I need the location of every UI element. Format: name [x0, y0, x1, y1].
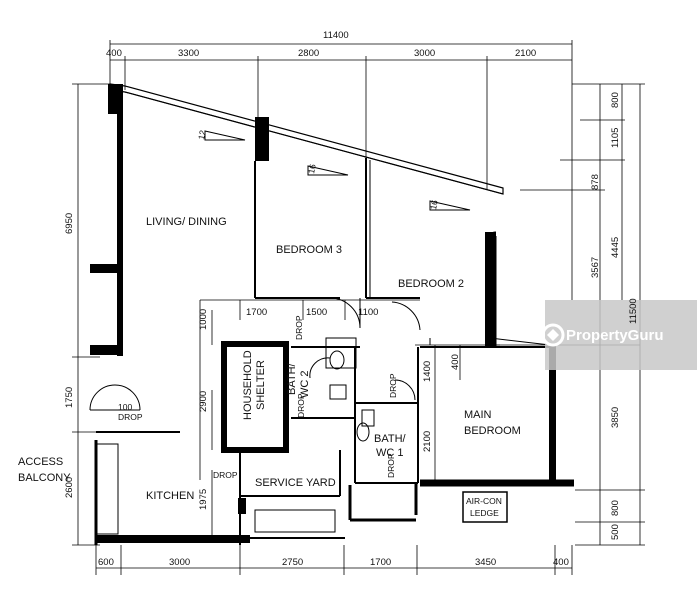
- dim-bottom-5: 400: [553, 557, 569, 568]
- watermark-band: [545, 300, 697, 370]
- dim-interior-9: 100: [118, 402, 132, 412]
- dim-left-2: 2600: [64, 477, 75, 498]
- label-bedroom-2: BEDROOM 2: [398, 278, 464, 290]
- room-labels: LIVING/ DINING BEDROOM 3 BEDROOM 2 MAIN …: [18, 216, 521, 518]
- label-bedroom-3: BEDROOM 3: [276, 244, 342, 256]
- slope-label-bedroom3: 16: [306, 163, 318, 174]
- dim-right-6: 800: [610, 500, 621, 516]
- dim-right-total: 11500: [628, 298, 639, 324]
- slope-label-living: 12: [196, 129, 208, 140]
- dim-right-3: 3567: [590, 257, 601, 278]
- dim-top-2: 2800: [298, 48, 319, 59]
- dim-bottom-4: 3450: [475, 557, 496, 568]
- dim-top-0: 400: [106, 48, 122, 59]
- dim-left-0: 6950: [64, 213, 75, 234]
- dim-bottom-3: 1700: [370, 557, 391, 568]
- drop-label-service-yard: DROP: [213, 470, 238, 480]
- label-living-dining: LIVING/ DINING: [146, 216, 227, 228]
- dim-interior-2: 1100: [358, 307, 378, 318]
- dim-interior-7: 2100: [422, 431, 433, 452]
- drop-label-bath2-bottom: DROP: [296, 393, 306, 418]
- annotations: DROP DROP DROP DROP DROP DROP 12 16 16: [118, 129, 440, 480]
- watermark-text: PropertyGuru: [566, 327, 664, 344]
- drop-label-bath1-top: DROP: [388, 373, 398, 398]
- slope-label-bedroom2: 16: [428, 199, 440, 210]
- dimension-labels: 11400 400 3300 2800 3000 2100 600 3000 2…: [64, 30, 639, 568]
- dim-top-3: 3000: [414, 48, 435, 59]
- label-household-shelter-1: HOUSEHOLD: [242, 350, 254, 420]
- dim-right-4: 4445: [610, 237, 621, 258]
- label-bath-1-2: WC 1: [376, 447, 404, 459]
- label-kitchen: KITCHEN: [146, 490, 194, 502]
- dim-right-1: 1105: [610, 128, 621, 148]
- dim-interior-3: 1000: [198, 309, 209, 330]
- drop-label-bath2-top: DROP: [294, 315, 304, 340]
- label-bath-2-2: WC 2: [299, 371, 311, 399]
- label-aircon-1: AIR-CON: [466, 496, 502, 506]
- label-main-bedroom-1: MAIN: [464, 409, 492, 421]
- drop-label-entrance: DROP: [118, 412, 143, 422]
- label-main-bedroom-2: BEDROOM: [464, 425, 521, 437]
- walls: [89, 83, 574, 545]
- drop-label-bath1-bottom: DROP: [386, 453, 396, 478]
- dim-top-1: 3300: [178, 48, 199, 59]
- dim-interior-1: 1500: [306, 307, 327, 318]
- label-household-shelter-2: SHELTER: [255, 360, 267, 410]
- watermark-logo-icon: [541, 323, 565, 347]
- label-access-balcony-2: BALCONY: [18, 472, 71, 484]
- label-aircon-2: LEDGE: [470, 508, 499, 518]
- dim-bottom-0: 600: [98, 557, 114, 568]
- dim-top-4: 2100: [515, 48, 536, 59]
- dim-interior-0: 1700: [246, 307, 267, 318]
- dim-right-5: 3850: [610, 407, 621, 428]
- dim-bottom-1: 3000: [169, 557, 190, 568]
- dim-right-2: 878: [590, 174, 601, 190]
- dim-bottom-2: 2750: [282, 557, 303, 568]
- dim-interior-5: 1400: [422, 361, 433, 382]
- dim-left-1: 1750: [64, 387, 75, 408]
- label-access-balcony-1: ACCESS: [18, 456, 63, 468]
- label-bath-1-1: BATH/: [374, 433, 407, 445]
- dim-interior-6: 400: [450, 354, 461, 370]
- dim-top-total: 11400: [323, 30, 349, 41]
- dim-right-0: 800: [610, 92, 621, 108]
- dim-interior-8: 1975: [198, 489, 209, 510]
- label-bath-2-1: BATH/: [286, 362, 298, 395]
- label-service-yard: SERVICE YARD: [255, 477, 336, 489]
- dim-interior-4: 2900: [198, 391, 209, 412]
- dim-right-7: 500: [610, 524, 621, 540]
